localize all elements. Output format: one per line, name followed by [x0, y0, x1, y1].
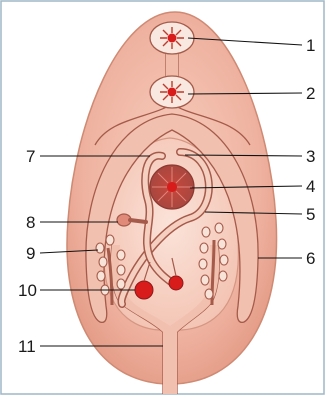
label-4: 4 [306, 177, 315, 196]
label-9: 9 [26, 244, 35, 263]
label-10: 10 [18, 281, 37, 300]
label-1: 1 [306, 36, 315, 55]
label-5: 5 [306, 205, 315, 224]
label-8: 8 [26, 213, 35, 232]
central-stalk-fill [163, 330, 177, 394]
label-11: 11 [18, 337, 36, 356]
top-cell-1 [150, 22, 194, 54]
label-7: 7 [26, 147, 35, 166]
egg-nucleus [167, 182, 177, 192]
red-cell-large [135, 281, 153, 299]
label-3: 3 [306, 147, 315, 166]
label-6: 6 [306, 249, 315, 268]
bulb-neck [130, 220, 146, 222]
top-cell-2 [150, 76, 194, 108]
label-2: 2 [306, 84, 315, 103]
red-cell-small [169, 276, 183, 290]
